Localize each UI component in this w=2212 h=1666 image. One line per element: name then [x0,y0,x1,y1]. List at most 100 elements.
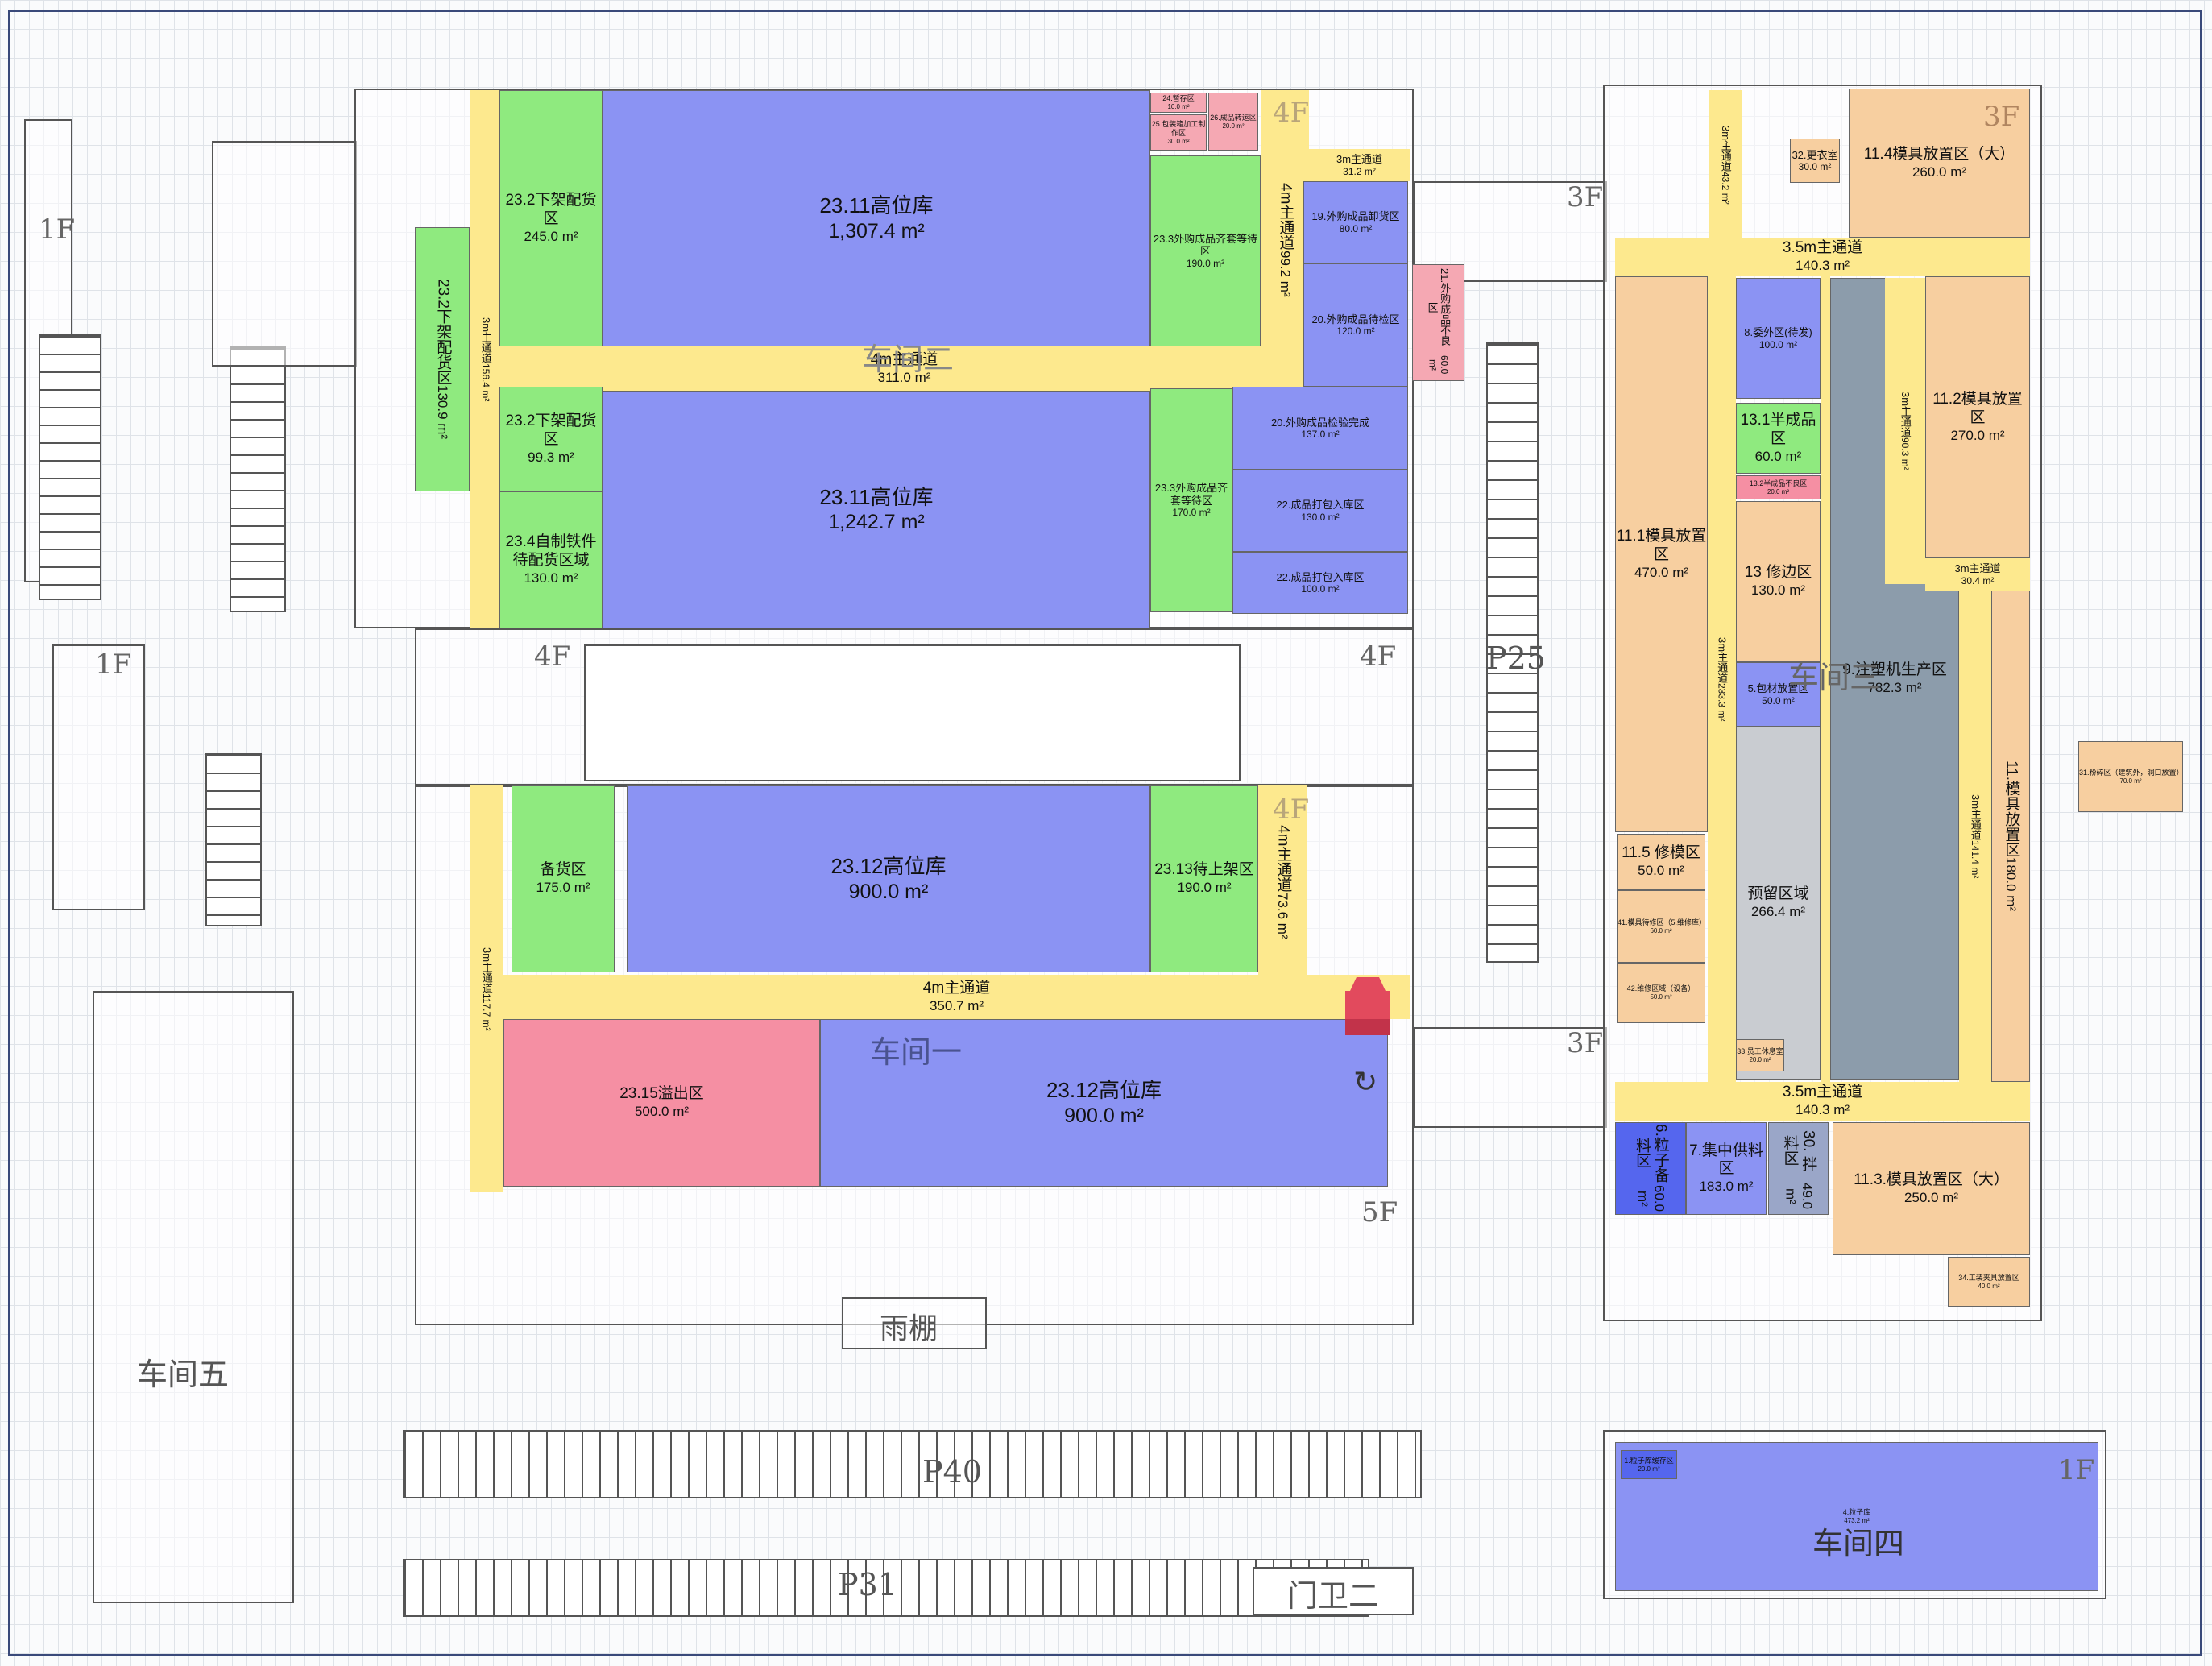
floor-4f-c: 4F [1360,640,1397,673]
canopy-label: 雨棚 [880,1312,938,1345]
zone-name: 23.12高位库 [1046,1078,1162,1103]
map-frame [8,10,2202,1656]
bridge-3f-b [1414,1027,1607,1128]
zone-name: 3m主通道 [1719,125,1732,172]
zone-name: 20.外购成品检验完成 [1270,416,1370,429]
zone-name: 23.3外购成品齐套等待区 [1154,482,1228,507]
floor-3f-b: 3F [1567,1027,1604,1059]
zone-name: 32.更衣室 [1792,148,1838,161]
zone-name: 26.成品转运区 [1210,113,1257,122]
left-building-strip-2 [52,644,145,910]
zone-name: 23.15溢出区 [619,1085,704,1103]
zone-name: 6.粒子备料区 [1634,1123,1669,1183]
zone-name: 3m主通道 [479,317,492,363]
zone-42[interactable]: 42.维修区域（设备）50.0 m² [1617,963,1705,1023]
floor-4f-b: 4F [534,640,571,673]
zone-area: 180.0 m² [2003,857,2019,912]
zone-name: 5.包材放置区 [1747,682,1809,694]
workshop5-label: 车间五 [137,1357,230,1392]
left-loading-dock [212,141,357,367]
zone-name: 23.2下架配货区 [505,192,597,227]
zone-area: 141.4 m² [1970,839,1982,879]
zone-area: 130.0 m² [1750,582,1806,599]
zone-31[interactable]: 31.粉碎区（建筑外，洞口放置）70.0 m² [2078,741,2183,812]
zone-area: 140.3 m² [1795,258,1850,274]
zone-11-3[interactable]: 11.3.模具放置区（大）250.0 m² [1833,1122,2030,1255]
zone-area: 10.0 m² [1167,103,1190,111]
zone-11-4[interactable]: 11.4模具放置区（大）260.0 m² [1849,89,2030,238]
zone-area: 470.0 m² [1634,564,1689,580]
zone-name: 23.12高位库 [831,854,947,879]
parking-p25-label: P25 [1486,640,1546,676]
zone-name: 3.5m主通道 [1782,239,1863,257]
forklift-icon[interactable] [1339,971,1397,1047]
floor-4f-d: 4F [1273,794,1310,826]
zone-area: 20.0 m² [1749,1055,1771,1063]
zone-area: 20.0 m² [1638,1465,1660,1473]
zone-41[interactable]: 41.模具待修区（5.维修库）60.0 m² [1617,890,1705,963]
zone-area: 90.3 m² [1899,437,1912,470]
zone-8[interactable]: 8.委外区(待发)100.0 m² [1736,278,1821,399]
zone-area: 60.0 m² [1635,1185,1667,1212]
zone-name: 备货区 [540,861,586,879]
zone-name: 31.粉碎区（建筑外，洞口放置） [2079,768,2183,777]
rotate-icon[interactable]: ↻ [1353,1065,1378,1098]
zone-name: 9.注塑机生产区 [1842,661,1947,678]
zone-area: 99.2 m² [1278,250,1294,297]
left-parking-b [205,753,262,926]
